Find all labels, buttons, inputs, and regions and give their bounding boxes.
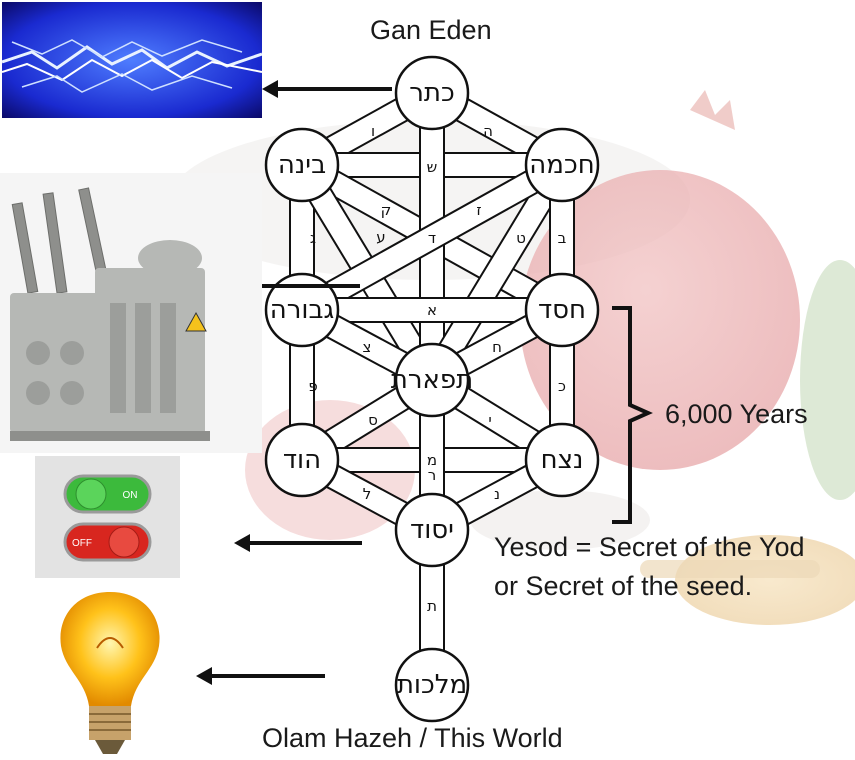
sefira-chochmah: חכמה [524, 127, 600, 203]
arrow-yesod-head [234, 534, 250, 552]
transformer-image [0, 173, 262, 453]
sefira-label-tiferet: תפארת [391, 365, 473, 395]
sefira-circle-hod [264, 422, 340, 498]
switch-off-knob [108, 526, 140, 558]
path-letter-binah-gevurah: ג [310, 229, 316, 247]
path-letter-binah-chochmah: ש [427, 158, 438, 176]
sefira-tiferet: תפארת [391, 342, 473, 418]
path-letter-chesed-netzach: כ [558, 377, 566, 395]
years-brace [612, 306, 653, 524]
gan-eden-label: Gan Eden [370, 15, 492, 45]
sefira-yesod: יסוד [394, 492, 470, 568]
sefira-label-keter: כתר [409, 78, 455, 108]
yesod-caption-line1: Yesod = Secret of the Yod [494, 532, 805, 562]
switch-on-label: ON [123, 490, 138, 501]
sefira-label-netzach: נצח [541, 445, 584, 475]
path-letters: ו ה ש ג קע ד ט ז ב א צ ח פ כ ס י מר ל נ ת [308, 122, 566, 615]
path-letter-chochmah-chesed: ב [558, 229, 567, 247]
path-letter-hod-netzach: מ [427, 451, 437, 469]
sefira-malchut: מלכות [394, 647, 470, 723]
years-label: 6,000 Years [665, 399, 808, 429]
sefira-circle-yesod [394, 492, 470, 568]
path-letter-keter-tiferet: ד [428, 229, 436, 247]
sefira-gevurah: גבורה [264, 272, 340, 348]
path-letter-chochmah-tiferet: ט [516, 229, 526, 247]
sefira-label-yesod: יסוד [410, 515, 454, 545]
this-world-label: Olam Hazeh / This World [262, 723, 563, 753]
path-letter-keter-chochmah: ה [483, 122, 493, 140]
lightning-image [2, 2, 262, 118]
arrow-malchut-head [196, 667, 212, 685]
switch-image: ON OFF [35, 456, 180, 578]
sefira-netzach: נצח [524, 422, 600, 498]
path-letter-hod-yesod: ל [363, 485, 372, 503]
sefira-circle-gevurah [264, 272, 340, 348]
path-letter-gevurah-chesed: א [427, 301, 437, 319]
sefira-circle-chochmah [524, 127, 600, 203]
path-letter-binah-chesed: ק [381, 201, 392, 219]
path-letter-keter-binah: ו [371, 122, 375, 140]
sefira-circle-keter [394, 55, 470, 131]
sefira-label-binah: בינה [278, 150, 326, 180]
sefira-chesed: חסד [524, 272, 600, 348]
sefira-binah: בינה [264, 127, 340, 203]
sefira-circle-netzach [524, 422, 600, 498]
path-letter-gevurah-hod: פ [308, 377, 317, 395]
sefira-label-gevurah: גבורה [270, 295, 335, 325]
sefira-circle-tiferet [394, 342, 470, 418]
light-bulb-image [60, 592, 160, 754]
path-letter-yesod-malchut: ת [427, 597, 437, 615]
sefira-circle-malchut [394, 647, 470, 723]
sefira-label-chochmah: חכמה [529, 150, 594, 180]
sefira-label-malchut: מלכות [397, 670, 467, 700]
path-letter-tiferet-hod: ס [368, 411, 378, 429]
switch-on-knob [75, 478, 107, 510]
sefira-circle-chesed [524, 272, 600, 348]
sefira-label-hod: הוד [283, 445, 321, 475]
arrow-keter-head [262, 80, 278, 98]
path-letter-binah-tiferet: ע [376, 228, 385, 246]
switch-off-label: OFF [72, 538, 92, 549]
yesod-caption-line2: or Secret of the seed. [494, 571, 753, 601]
sefira-label-chesed: חסד [538, 295, 586, 325]
path-letter-netzach-yesod: נ [494, 485, 500, 503]
path-letter-tiferet-netzach: י [488, 411, 491, 429]
sefira-hod: הוד [264, 422, 340, 498]
path-letter-chesed-tiferet: ח [492, 338, 502, 356]
sefira-circle-binah [264, 127, 340, 203]
path-letter-tiferet-yesod: ר [428, 466, 436, 484]
path-letter-chochmah-gevurah: ז [476, 201, 481, 219]
sefira-keter: כתר [394, 55, 470, 131]
path-letter-gevurah-tiferet: צ [363, 338, 372, 356]
